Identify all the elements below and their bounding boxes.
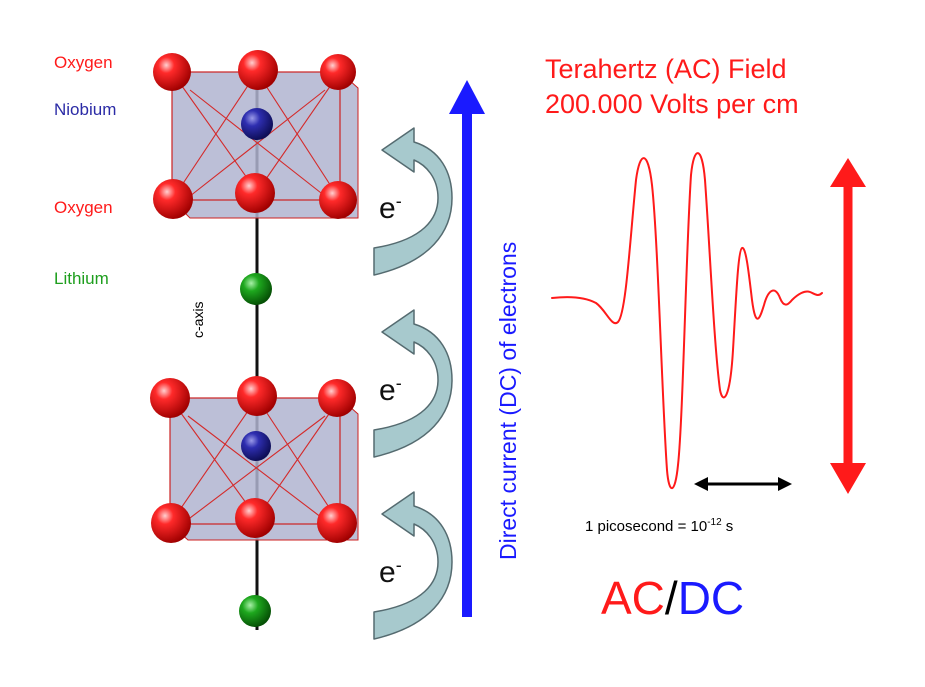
label-oxygen-bottom: Oxygen [54, 198, 113, 217]
thz-subtitle: 200.000 Volts per cm [545, 89, 799, 119]
label-oxygen-top: Oxygen [54, 53, 113, 72]
electron-label: e- [379, 374, 402, 406]
lithium-atom [239, 595, 271, 627]
double-arrow-icon [830, 158, 866, 494]
electron-charge: - [395, 555, 402, 575]
electron-symbol: e [379, 192, 396, 225]
timescale-label: 1 picosecond = 10-12 s [585, 517, 734, 535]
dc-current-label: Direct current (DC) of electrons [495, 241, 521, 560]
electron-label: e- [379, 556, 402, 588]
oxygen-atom [235, 173, 275, 213]
timescale-arrow-icon [694, 477, 792, 491]
octahedron-top [153, 50, 359, 219]
electron-charge: - [395, 191, 402, 211]
label-niobium: Niobium [54, 100, 117, 119]
electron-label: e- [379, 192, 402, 224]
thz-waveform [551, 152, 823, 490]
timescale-exponent: -12 [707, 517, 722, 528]
oxygen-atom [150, 378, 190, 418]
acdc-title: AC/DC [601, 575, 744, 621]
oxygen-atom [238, 50, 278, 90]
niobium-atom [241, 108, 273, 140]
timescale-prefix: 1 picosecond = 10 [585, 518, 708, 535]
oxygen-atom [319, 181, 357, 219]
oxygen-atom [153, 179, 193, 219]
electron-charge: - [395, 373, 402, 393]
timescale-unit: s [721, 518, 734, 535]
acdc-separator: / [664, 572, 678, 624]
curved-arrow-icon [373, 309, 453, 458]
label-lithium: Lithium [54, 269, 109, 288]
oxygen-atom [151, 503, 191, 543]
electron-symbol: e [379, 556, 396, 589]
oxygen-atom [320, 54, 356, 90]
oxygen-atom [237, 376, 277, 416]
lithium-atom [240, 273, 272, 305]
oxygen-atom [153, 53, 191, 91]
oxygen-atom [318, 379, 356, 417]
oxygen-atom [317, 503, 357, 543]
curved-arrow-icon [373, 127, 453, 276]
oxygen-atom [235, 498, 275, 538]
niobium-atom [241, 431, 271, 461]
thz-title: Terahertz (AC) Field [545, 54, 787, 84]
dc-arrow-icon [449, 80, 485, 617]
ac-text: AC [601, 572, 665, 624]
electron-symbol: e [379, 374, 396, 407]
dc-text: DC [677, 572, 745, 624]
octahedron-bottom [150, 376, 359, 543]
curved-arrow-icon [373, 491, 453, 640]
c-axis-label: c-axis [190, 301, 206, 338]
